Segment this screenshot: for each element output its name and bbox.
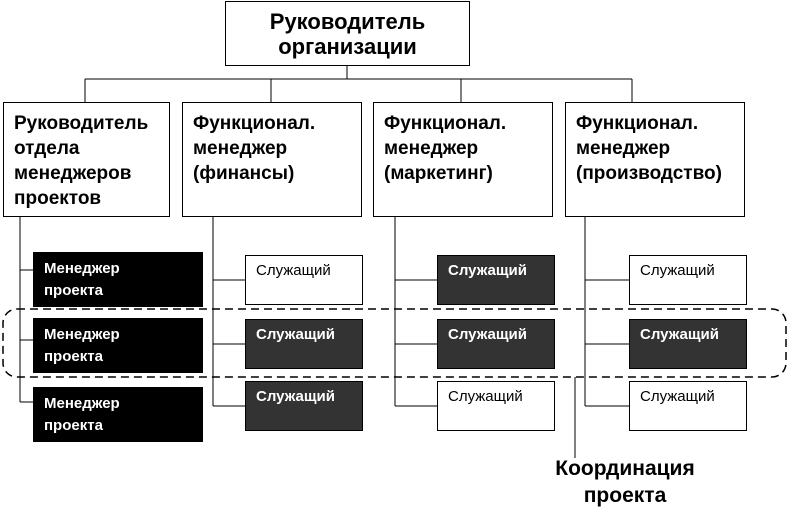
finance-employee-box: Служащий [245,255,363,305]
finance-employee-box: Служащий [245,381,363,431]
marketing-manager-box: Функционал. менеджер (маркетинг) [373,102,553,217]
coordination-dashed-outline [2,308,787,378]
marketing-manager-label: Функционал. менеджер (маркетинг) [384,113,507,184]
org-head-box: Руководитель организации [225,1,470,66]
org-head-label: Руководитель организации [269,8,426,59]
pm-dept-head-label: Руководитель отдела менеджеров проектов [14,113,149,209]
finance-manager-box: Функционал. менеджер (финансы) [182,102,362,217]
finance-employee-box: Служащий [245,319,363,369]
production-employee-box: Служащий [629,255,747,305]
marketing-employee-box: Служащий [437,319,555,369]
finance-manager-label: Функционал. менеджер (финансы) [193,113,316,184]
marketing-employee-box: Служащий [437,381,555,431]
coordination-caption: Координация проекта [555,457,695,507]
production-manager-label: Функционал. менеджер (производство) [576,113,722,184]
production-employee-box: Служащий [629,381,747,431]
project-manager-box: Менеджер проекта [33,387,203,442]
production-employee-box: Служащий [629,319,747,369]
pm-dept-head-box: Руководитель отдела менеджеров проектов [3,102,170,217]
project-manager-box: Менеджер проекта [33,252,203,307]
marketing-employee-box: Служащий [437,255,555,305]
project-manager-box: Менеджер проекта [33,318,203,373]
production-manager-box: Функционал. менеджер (производство) [565,102,745,217]
